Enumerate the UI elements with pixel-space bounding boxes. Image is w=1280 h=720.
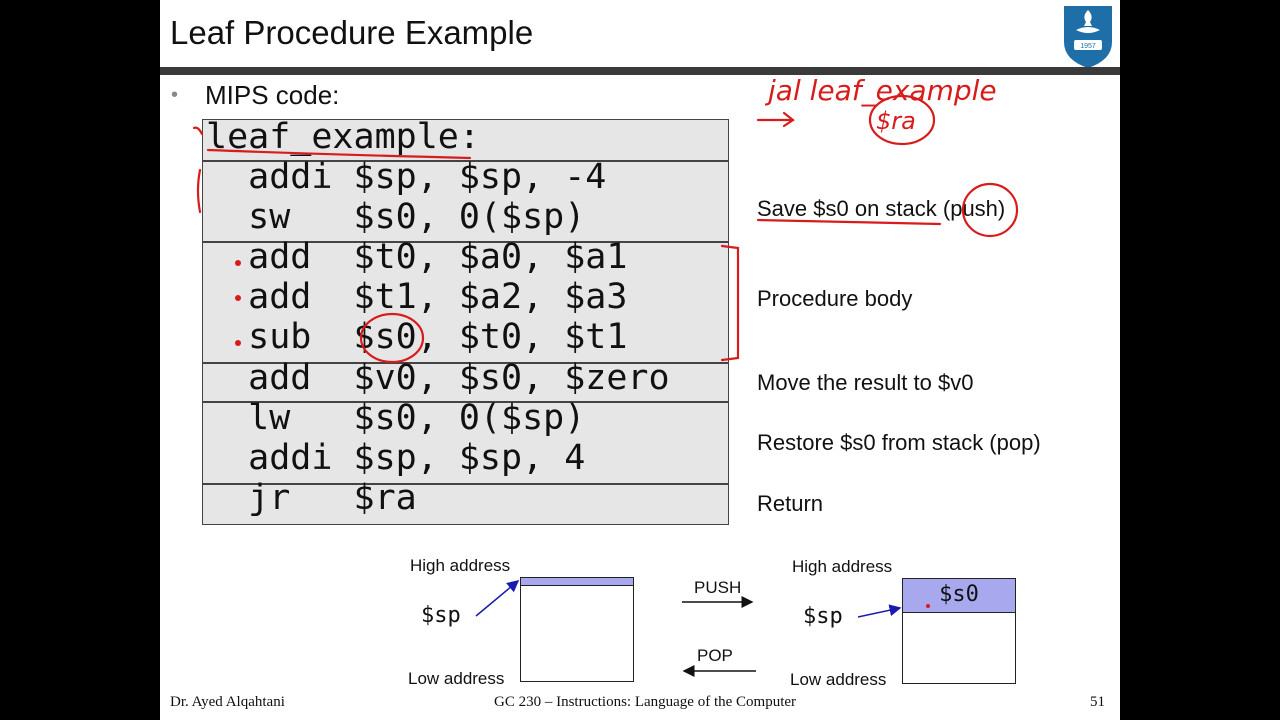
code-line: leaf_example: xyxy=(206,117,480,157)
code-box-return xyxy=(202,484,729,525)
slide: Leaf Procedure Example 1957 • MIPS code:… xyxy=(160,0,1120,720)
desc-body: Procedure body xyxy=(757,286,913,311)
desc-return: Return xyxy=(757,491,824,516)
code-line: jr $ra xyxy=(206,478,417,518)
pop-label: POP xyxy=(697,646,733,665)
footer-author: Dr. Ayed Alqahtani xyxy=(170,694,285,710)
code-line: sub $s0, $t0, $t1 xyxy=(206,317,628,357)
desc-restore: Restore $s0 from stack (pop) xyxy=(757,430,1041,455)
right-sp-label: $sp xyxy=(803,604,843,629)
bullet-text: MIPS code: xyxy=(205,80,340,110)
right-stack-s0-cell: $s0 xyxy=(903,579,1015,613)
bullet-icon: • xyxy=(171,84,179,106)
code-box-pop xyxy=(202,402,729,484)
desc-move: Move the result to $v0 xyxy=(757,370,974,395)
right-high-address: High address xyxy=(792,557,893,576)
right-sp-arrow xyxy=(857,604,902,618)
footer-page-number: 51 xyxy=(1090,694,1105,710)
push-label: PUSH xyxy=(694,578,742,597)
push-bracket xyxy=(196,168,202,214)
code-line: sw $s0, 0($sp) xyxy=(206,197,586,237)
right-low-address: Low address xyxy=(790,670,887,689)
left-sp-label: $sp xyxy=(421,603,461,628)
university-logo-icon: 1957 xyxy=(1064,6,1112,68)
left-stack xyxy=(520,577,634,682)
desc-save: Save $s0 on stack (push) xyxy=(757,196,1006,221)
left-high-address: High address xyxy=(410,556,511,575)
code-line: addi $sp, $sp, -4 xyxy=(206,157,607,197)
code-box-move xyxy=(202,363,729,402)
handwritten-ra: $ra xyxy=(876,107,916,135)
code-box-push xyxy=(202,161,729,242)
code-line: add $t1, $a2, $a3 xyxy=(206,277,628,317)
ra-circle xyxy=(868,94,936,146)
code-box-body xyxy=(202,242,729,363)
slide-title: Leaf Procedure Example xyxy=(170,14,534,51)
left-low-address: Low address xyxy=(408,669,505,688)
logo-year: 1957 xyxy=(1080,43,1096,50)
footer-course: GC 230 – Instructions: Language of the C… xyxy=(494,694,797,710)
code-line: add $t0, $a0, $a1 xyxy=(206,237,628,277)
code-line: lw $s0, 0($sp) xyxy=(206,398,586,438)
title-divider xyxy=(160,67,1120,75)
left-sp-arrow xyxy=(475,580,520,617)
right-stack: $s0 xyxy=(902,578,1016,684)
code-line: addi $sp, $sp, 4 xyxy=(206,438,586,478)
tick-mark xyxy=(192,126,204,136)
jal-arrow xyxy=(756,111,795,128)
code-line: add $v0, $s0, $zero xyxy=(206,358,670,398)
handwritten-jal: jal leaf_example xyxy=(764,74,997,107)
left-stack-top xyxy=(521,578,633,586)
